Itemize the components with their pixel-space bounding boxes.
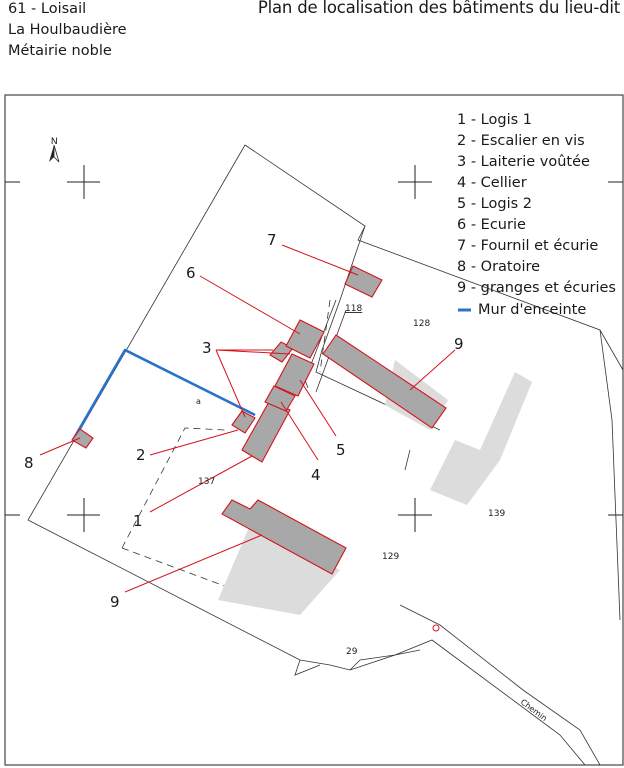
legend-item-7: 7 - Fournil et écurie (457, 238, 598, 254)
callout-5: 5 (336, 441, 346, 459)
callout-1: 1 (133, 512, 143, 530)
legend-item-8: 8 - Oratoire (457, 259, 540, 275)
legend-item-6: 6 - Ecurie (457, 217, 526, 233)
legend-item-5: 5 - Logis 2 (457, 196, 532, 212)
building-logis-1 (241, 399, 291, 463)
callout-9-east: 9 (454, 335, 464, 353)
building-grange-east (322, 334, 447, 429)
building-grange-south (221, 499, 347, 575)
plan-title: Plan de localisation des bâtiments du li… (257, 0, 620, 17)
parcel-139: 139 (488, 509, 505, 519)
parcel-128: 128 (413, 319, 430, 329)
building-oratoire (71, 428, 94, 449)
callout-lines (39, 244, 456, 593)
callout-numbers: 1 2 3 4 5 6 7 8 9 9 (24, 231, 464, 611)
parcel-129: 129 (382, 552, 399, 562)
parcel-29: 29 (346, 647, 358, 657)
road-marker-icon (432, 624, 440, 632)
lieu-dit-label: La Houlbaudière (8, 22, 127, 38)
site-type-label: Métairie noble (8, 43, 112, 59)
legend: 1 - Logis 1 2 - Escalier en vis 3 - Lait… (457, 112, 616, 318)
callout-9-south: 9 (110, 593, 120, 611)
north-arrow-icon: N (49, 136, 60, 163)
parcel-a: a (196, 397, 201, 406)
callout-6: 6 (186, 264, 196, 282)
cadastral-buildings (218, 360, 532, 615)
legend-item-2: 2 - Escalier en vis (457, 133, 585, 149)
callout-4: 4 (311, 466, 321, 484)
callout-3: 3 (202, 339, 212, 357)
building-cellier (264, 385, 296, 412)
legend-item-1: 1 - Logis 1 (457, 112, 532, 128)
building-logis-2 (274, 353, 315, 397)
building-escalier (231, 410, 256, 434)
legend-item-4: 4 - Cellier (457, 175, 527, 191)
parcel-137: 137 (198, 477, 215, 487)
legend-item-9: 9 - granges et écuries (457, 280, 616, 296)
road-label: Chemin (519, 697, 549, 723)
map-frame (4, 94, 624, 766)
buildings (71, 265, 447, 575)
parcel-118: 118 (345, 304, 362, 314)
callout-7: 7 (267, 231, 277, 249)
commune-label: 61 - Loisail (8, 1, 87, 17)
building-fournil (344, 265, 383, 298)
north-label: N (51, 136, 58, 146)
registration-marks (5, 165, 623, 532)
legend-wall-label: Mur d'enceinte (478, 302, 586, 318)
enclosure-wall (71, 348, 256, 441)
callout-8: 8 (24, 454, 34, 472)
building-ecurie (285, 319, 325, 359)
callout-2: 2 (136, 446, 146, 464)
parcel-dashed (121, 299, 331, 589)
legend-item-3: 3 - Laiterie voûtée (457, 154, 590, 170)
